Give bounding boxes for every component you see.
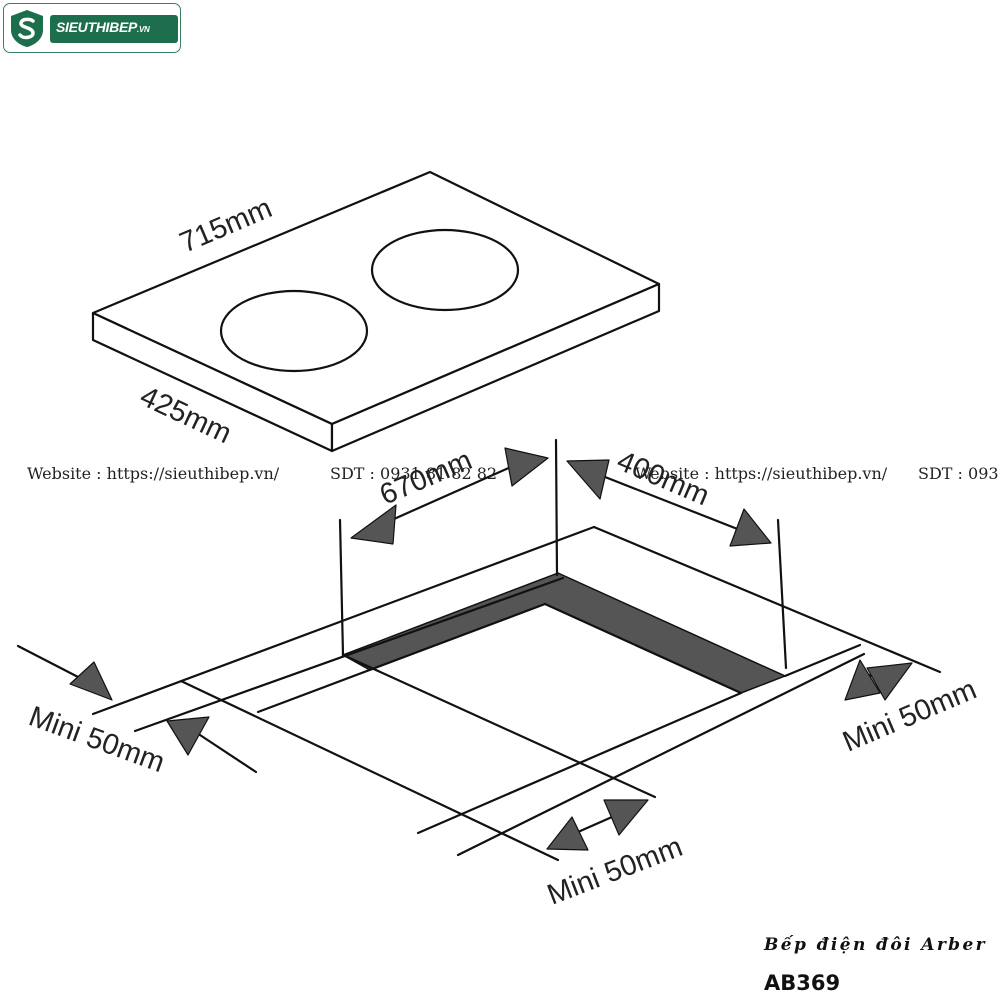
product-model: AB369 xyxy=(764,971,841,995)
logo-text: SIEUTHIBEP.VN xyxy=(56,19,150,35)
arrow-400-right xyxy=(729,508,772,547)
watermark-website-2: Website : https://sieuthibep.vn/ xyxy=(635,464,888,483)
arrow-right-clearance-2 xyxy=(866,662,913,701)
arrow-right-clearance-1 xyxy=(844,659,881,701)
shield-s-icon xyxy=(11,10,43,47)
logo-brand: SIEUTHIBEP xyxy=(56,19,138,35)
burner-left xyxy=(219,289,369,373)
watermark-website-1: Website : https://sieuthibep.vn/ xyxy=(27,464,280,483)
cooktop-top-surface xyxy=(91,170,661,426)
burner-right xyxy=(370,228,520,312)
arrow-670-right xyxy=(504,447,549,487)
cooktop-right-edge xyxy=(330,282,661,453)
arrow-400-left xyxy=(566,459,610,500)
arrow-front-clearance-1 xyxy=(546,816,589,851)
arrow-left-clearance-2 xyxy=(166,716,210,756)
arrow-front-clearance-2 xyxy=(603,799,649,836)
logo-bar xyxy=(50,15,178,43)
arrow-left-clearance-1 xyxy=(69,661,113,701)
arrow-670-left xyxy=(350,504,397,545)
logo-domain: .VN xyxy=(137,25,150,34)
watermark-phone-1: SDT : 0931 81 82 82 xyxy=(330,464,498,483)
product-title: Bếp điện đôi Arber xyxy=(764,935,988,955)
site-logo[interactable]: SIEUTHIBEP.VN xyxy=(3,3,181,53)
watermark-phone-2: SDT : 093 xyxy=(918,464,999,483)
